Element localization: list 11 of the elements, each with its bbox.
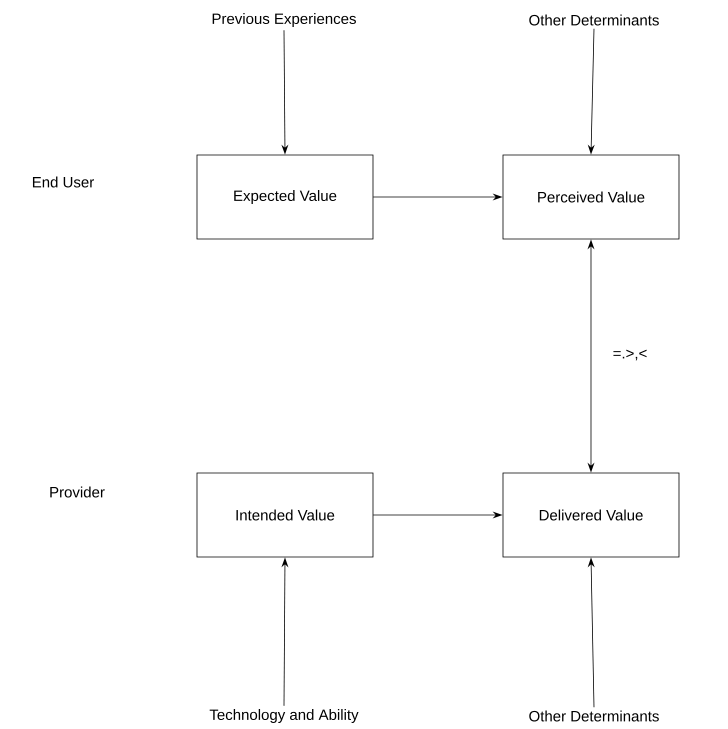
- input-label: Other Determinants: [529, 710, 659, 722]
- input-label: Other Determinants: [529, 14, 659, 26]
- process-box: Perceived Value: [502, 154, 680, 240]
- row-label: Provider: [50, 486, 105, 498]
- edge-label: =.>,<: [610, 348, 650, 362]
- process-box: Expected Value: [196, 154, 374, 240]
- row-label: End User: [32, 176, 94, 188]
- process-box: Delivered Value: [502, 472, 680, 558]
- process-box: Intended Value: [196, 472, 374, 558]
- input-label: Technology and Ability: [210, 709, 359, 723]
- input-label: Previous Experiences: [212, 13, 356, 27]
